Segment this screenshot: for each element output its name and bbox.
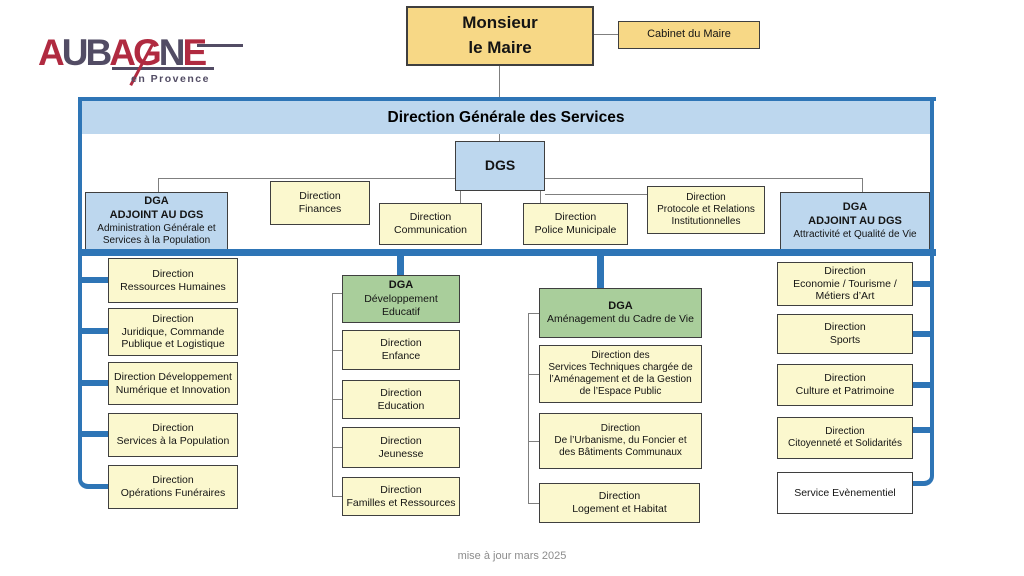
bracket-educatif-1 [332,350,342,351]
box-direction-economie-tourisme: Direction Economie / Tourisme / Métiers … [777,262,913,306]
blue-spine [78,249,936,256]
dga-amenagement-desc: Aménagement du Cadre de Vie [547,313,694,326]
bracket-educatif-3 [332,447,342,448]
connector-mayor-dgs [499,66,500,97]
container-border-right [930,97,934,457]
dga-admin-desc: Administration Générale et Services à la… [97,222,216,246]
box-direction-ressources-humaines: Direction Ressources Humaines [108,258,238,303]
logo-top-bar [197,44,243,47]
connector-band-dgs [499,134,500,142]
container-border-left [78,97,82,463]
box-direction-services-techniques: Direction des Services Techniques chargé… [539,345,702,403]
dgs-header-band: Direction Générale des Services [82,101,930,134]
container-border-top [78,97,936,101]
box-dga-amenagement: DGA Aménagement du Cadre de Vie [539,288,702,338]
box-dga-developpement-educatif: DGA Développement Educatif [342,275,460,323]
box-direction-services-population: Direction Services à la Population [108,413,238,457]
bracket-amenagement [528,313,529,503]
connector-drop-communication [460,191,461,203]
right-border-elbow [910,455,934,486]
box-direction-urbanisme: Direction De l’Urbanisme, du Foncier et … [539,413,702,469]
box-direction-numerique: Direction Développement Numérique et Inn… [108,362,238,405]
box-direction-education: Direction Education [342,380,460,419]
dga-admin-title: DGA ADJOINT AU DGS [109,195,204,221]
stub-left-1 [82,277,108,283]
connector-dgs-right [545,178,862,179]
logo-underline [112,67,214,70]
connector-dgs-protocole [545,194,648,195]
connector-drop-dga-attract [862,178,863,193]
box-direction-juridique: Direction Juridique, Commande Publique e… [108,308,238,356]
aubagne-logo: AUBAGNE [38,32,207,73]
bracket-amenagement-2 [528,441,539,442]
dga-educatif-title: DGA [388,279,414,291]
dga-educatif-desc: Développement Educatif [364,292,438,318]
box-direction-culture-patrimoine: Direction Culture et Patrimoine [777,364,913,406]
box-direction-enfance: Direction Enfance [342,330,460,370]
box-direction-familles: Direction Familles et Ressources [342,477,460,516]
bracket-amenagement-3 [528,503,539,504]
bracket-amenagement-head [528,313,539,314]
box-service-evenementiel: Service Evènementiel [777,472,913,514]
box-direction-finances: Direction Finances [270,181,370,225]
bracket-educatif-4 [332,496,342,497]
box-direction-communication: Direction Communication [379,203,482,245]
update-note: mise à jour mars 2025 [457,550,567,562]
stub-right-2 [913,331,930,337]
box-direction-operations-funeraires: Direction Opérations Funéraires [108,465,238,509]
box-direction-citoyennete: Direction Citoyenneté et Solidarités [777,417,913,459]
box-dga-adjoint-administration: DGA ADJOINT AU DGS Administration Généra… [85,192,228,250]
left-border-elbow [78,460,108,489]
dga-amenagement-title: DGA [608,299,633,312]
bracket-amenagement-1 [528,374,539,375]
dga-attract-title: DGA ADJOINT AU DGS [808,201,902,227]
box-dgs: DGS [455,141,545,191]
box-cabinet-du-maire: Cabinet du Maire [618,21,760,49]
connector-drop-police [540,191,541,203]
box-direction-protocole: Direction Protocole et Relations Institu… [647,186,765,234]
connector-mayor-cabinet [594,34,618,35]
stub-amenagement [597,256,604,289]
stub-right-3 [913,382,930,388]
stub-right-1 [913,281,930,287]
stub-left-2 [82,328,108,334]
bracket-educatif-2 [332,399,342,400]
connector-drop-dga-admin [158,178,159,193]
stub-left-4 [82,431,108,437]
logo-tagline: en Provence [131,73,210,85]
box-direction-jeunesse: Direction Jeunesse [342,427,460,468]
stub-left-3 [82,380,108,386]
connector-dgs-left [158,178,455,179]
dga-attract-desc: Attractivité et Qualité de Vie [793,228,917,240]
box-direction-logement-habitat: Direction Logement et Habitat [539,483,700,523]
box-monsieur-le-maire: Monsieur le Maire [406,6,594,66]
stub-educatif [397,256,404,276]
bracket-educatif [332,293,333,496]
stub-right-4 [913,427,930,433]
box-direction-police-municipale: Direction Police Municipale [523,203,628,245]
box-direction-sports: Direction Sports [777,314,913,354]
bracket-educatif-head [332,293,342,294]
box-dga-adjoint-attractivite: DGA ADJOINT AU DGS Attractivité et Quali… [780,192,930,250]
